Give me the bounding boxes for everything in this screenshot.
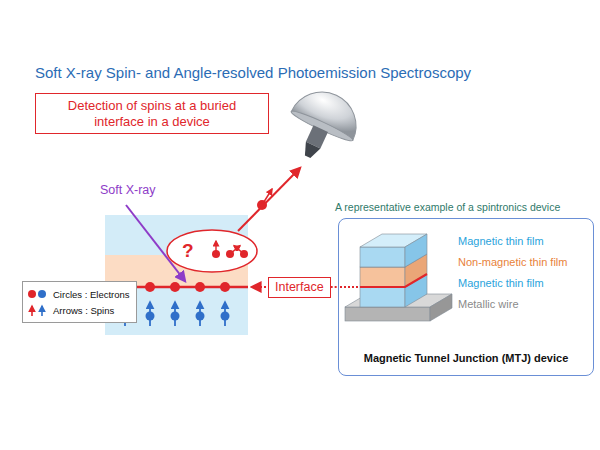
legend-swatch bbox=[27, 287, 49, 301]
spin-symbol bbox=[31, 306, 33, 316]
legend-text: Circles : Electrons bbox=[53, 289, 130, 300]
layer-front bbox=[360, 247, 405, 267]
node-text: A representative example of a spintronic… bbox=[335, 201, 560, 214]
detector bbox=[277, 81, 367, 171]
detector-lens bbox=[300, 142, 320, 161]
interface-line bbox=[360, 274, 427, 287]
layer-label: Magnetic thin film bbox=[458, 235, 544, 247]
layer-label: Metallic wire bbox=[458, 298, 519, 310]
title: Soft X-ray Spin- and Angle-resolved Phot… bbox=[35, 64, 471, 81]
electron-symbol bbox=[28, 290, 36, 298]
legend-text: Arrows : Spins bbox=[53, 305, 114, 316]
electron bbox=[196, 312, 205, 321]
node-text: Interface bbox=[275, 280, 324, 295]
legend-row: Arrows : Spins bbox=[27, 303, 130, 317]
electron bbox=[240, 250, 248, 258]
node-text: ? bbox=[182, 240, 194, 263]
layer-front bbox=[360, 287, 405, 307]
electron bbox=[170, 282, 180, 292]
interface-box: Interface bbox=[268, 277, 331, 298]
dotted-connector bbox=[331, 286, 338, 288]
spin-bubble: ? bbox=[166, 229, 258, 273]
beam-label: Soft X-ray bbox=[100, 183, 156, 197]
electron bbox=[145, 282, 155, 292]
leader-line bbox=[340, 286, 360, 288]
layer-label: Magnetic thin film bbox=[458, 277, 544, 289]
electron bbox=[171, 312, 180, 321]
legend-box: Circles : ElectronsArrows : Spins bbox=[22, 281, 137, 323]
layer-front bbox=[360, 267, 405, 287]
layer-front bbox=[345, 307, 430, 321]
node-text: Detection of spins at a buried interface… bbox=[46, 98, 258, 129]
magnetic-layer bbox=[360, 234, 427, 267]
node-caption: Magnetic Tunnel Junction (MTJ) device bbox=[364, 352, 569, 365]
photoelectron-path bbox=[238, 168, 300, 231]
callout-box: Detection of spins at a buried interface… bbox=[35, 93, 269, 134]
electron-symbol bbox=[38, 290, 46, 298]
electron bbox=[146, 312, 155, 321]
electron bbox=[212, 250, 220, 258]
bubble-outline bbox=[166, 229, 258, 273]
layer-label: Non-magnetic thin film bbox=[458, 256, 567, 268]
spin-symbol bbox=[41, 306, 43, 316]
leader-line bbox=[252, 286, 266, 288]
layer-side bbox=[405, 234, 427, 267]
mtj-illustration bbox=[345, 234, 452, 321]
electron bbox=[221, 312, 230, 321]
bubble-ellipse bbox=[167, 230, 257, 272]
legend-swatch bbox=[27, 303, 49, 317]
layer-side bbox=[430, 294, 452, 321]
electron bbox=[226, 250, 234, 258]
electron bbox=[220, 282, 230, 292]
spin-arrow bbox=[262, 189, 272, 205]
electron bbox=[195, 282, 205, 292]
legend-row: Circles : Electrons bbox=[27, 287, 130, 301]
